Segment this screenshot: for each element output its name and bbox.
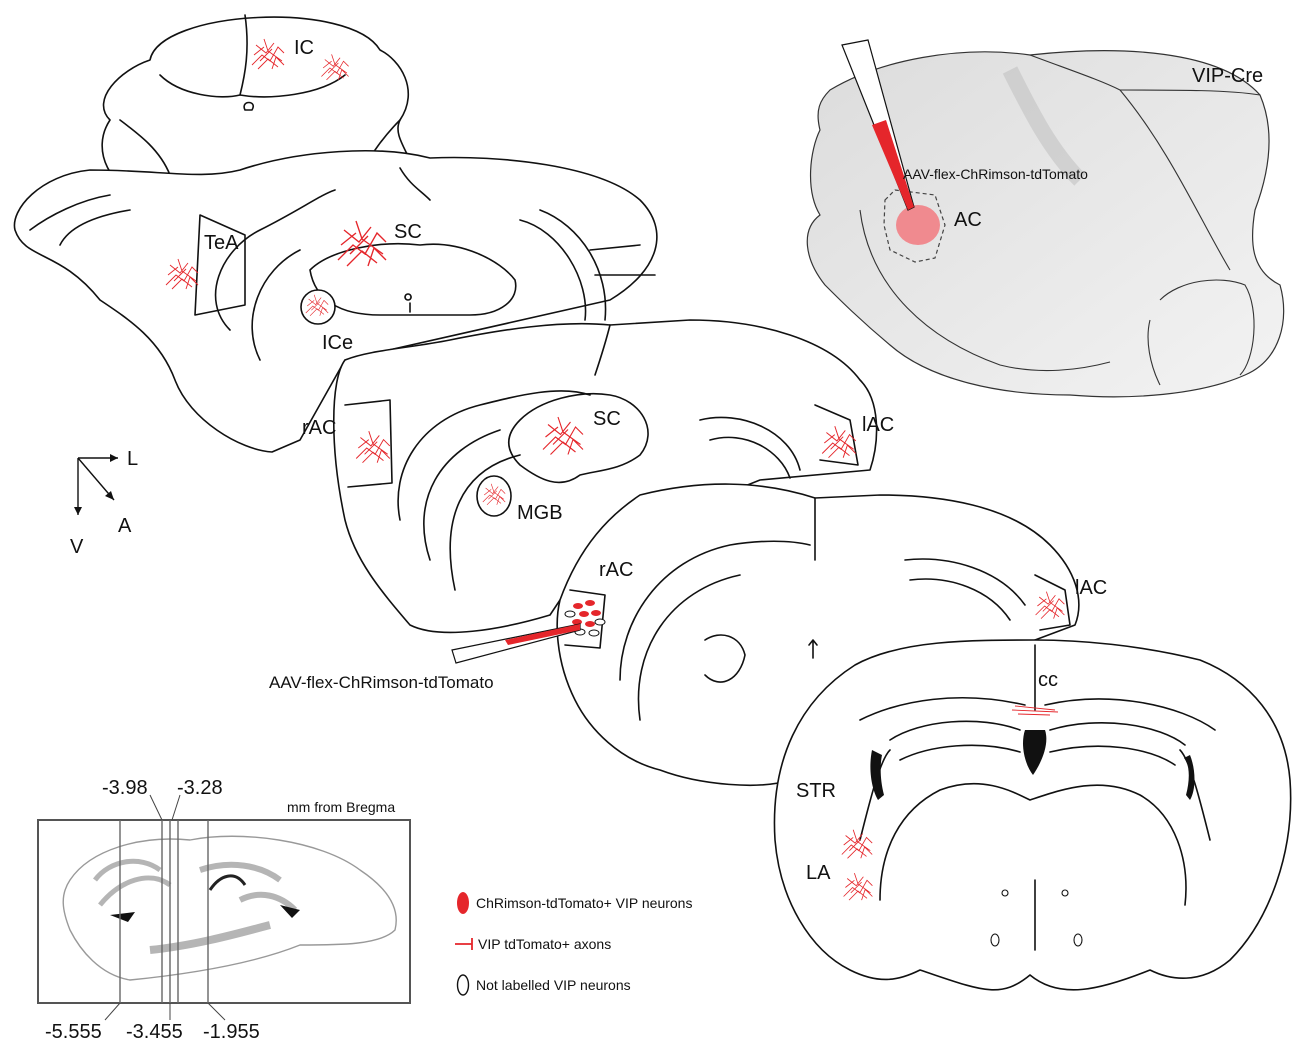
legend-neuron-labelled-icon (457, 892, 469, 914)
label-rac-2: rAC (599, 559, 633, 581)
label-lac-2: lAC (1075, 577, 1107, 599)
axis-lateral: L (127, 448, 138, 470)
legend-neuron-unlabelled: Not labelled VIP neurons (476, 977, 631, 993)
bregma-bottom-1: -5.555 (45, 1021, 102, 1043)
label-cc: cc (1038, 669, 1058, 691)
legend: ChRimson-tdTomato+ VIP neurons VIP tdTom… (455, 892, 692, 996)
label-sc-mid: SC (593, 408, 621, 430)
slice-mgb: rAC SC lAC MGB (302, 319, 894, 634)
brain-3d-inset: VIP-Cre AAV-flex-ChRimson-tdTomato AC (806, 39, 1285, 398)
label-lac-1: lAC (862, 414, 894, 436)
injected-neurons (564, 600, 606, 637)
legend-neuron-labelled: ChRimson-tdTomato+ VIP neurons (476, 895, 692, 911)
label-mgb: MGB (517, 502, 563, 524)
injection-label-main: AAV-flex-ChRimson-tdTomato (269, 673, 494, 692)
label-ac: AC (954, 209, 982, 231)
axis-anterior: A (118, 515, 132, 537)
slice-injection: rAC lAC AAV-flex-ChRimson-tdTomato (269, 483, 1107, 786)
label-sc-top: SC (394, 221, 422, 243)
orientation-axes: L V A (70, 448, 138, 558)
bregma-top-1: -3.98 (102, 777, 148, 799)
label-rac-1: rAC (302, 417, 336, 439)
injection-label-inset: AAV-flex-ChRimson-tdTomato (903, 166, 1088, 182)
legend-axon-icon (455, 938, 473, 950)
bregma-bottom-2: -3.455 (126, 1021, 183, 1043)
label-ice: ICe (322, 332, 353, 354)
sagittal-inset: -3.98 -3.28 mm from Bregma -5.555 -3.455… (37, 777, 411, 1043)
axis-ventral: V (70, 536, 84, 558)
label-ic: IC (294, 37, 314, 59)
legend-axons: VIP tdTomato+ axons (478, 936, 611, 952)
bregma-top-2: -3.28 (177, 777, 223, 799)
label-str: STR (796, 780, 836, 802)
label-strain: VIP-Cre (1192, 65, 1263, 87)
bregma-unit: mm from Bregma (287, 799, 395, 815)
label-tea: TeA (204, 232, 239, 254)
slice-sc-tea: TeA SC ICe (13, 150, 658, 453)
legend-neuron-unlabelled-icon (456, 974, 470, 996)
slice-str: cc STR LA (773, 639, 1292, 991)
bregma-bottom-3: -1.955 (203, 1021, 260, 1043)
label-la: LA (806, 862, 831, 884)
